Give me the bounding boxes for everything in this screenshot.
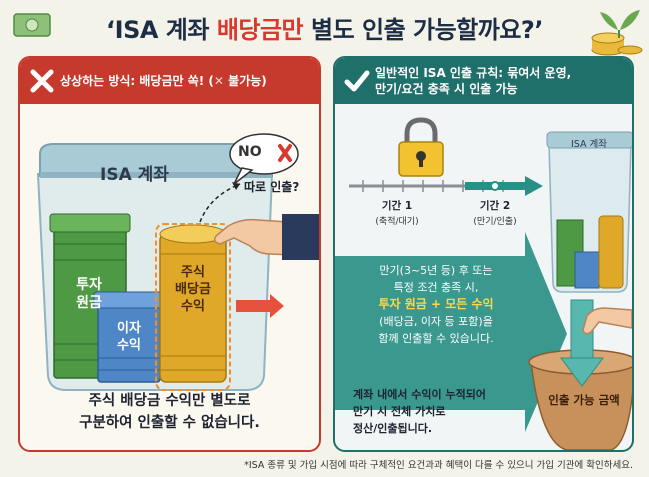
dividend-label: 주식 배당금 수익	[175, 265, 211, 314]
x-icon	[30, 69, 54, 93]
isa-jar-illustration	[36, 133, 319, 391]
right-header-text: 일반적인 ISA 인출 규칙: 묶여서 운영, 만기/요건 충족 시 인출 가능	[375, 66, 572, 96]
right-bottom-text: 계좌 내에서 수익이 누적되어 만기 시 전체 가치로 정산/인출됩니다.	[353, 388, 486, 435]
principal-label: 투자 원금	[76, 277, 102, 311]
check-icon	[344, 70, 370, 92]
pot-label: 인출 가능 금액	[548, 393, 620, 407]
withdraw-arrow-icon	[236, 294, 284, 318]
period1-label: 기간 1	[381, 200, 413, 212]
no-speech-bubble	[229, 133, 299, 185]
small-jar-label: ISA 계좌	[571, 139, 608, 150]
general-rule-panel: 일반적인 ISA 인출 규칙: 묶여서 운영, 만기/요건 충족 시 인출 가능	[333, 56, 634, 452]
left-conclusion: 주식 배당금 수익만 별도로 구분하여 인출할 수 없습니다.	[79, 393, 260, 431]
separate-withdraw-label: 따로 인출?	[244, 180, 300, 194]
imagined-method-panel: 상상하는 방식: 배당금만 쏙! (✕ 불가능)	[18, 56, 321, 452]
arrow-text: 만기(3~5년 등) 후 또는 특정 조건 충족 시, 투자 원금 + 모든 수…	[341, 262, 531, 347]
title-highlight: 배당금만	[216, 16, 304, 44]
dividend-coin-stack	[155, 223, 231, 391]
period1-sub: (축적/대기)	[375, 217, 419, 227]
lock-icon	[398, 117, 444, 177]
withdrawable-pot	[528, 299, 632, 450]
period2-sub: (만기/인출)	[473, 217, 517, 227]
maturity-illustration	[335, 117, 632, 450]
left-jar-label: ISA 계좌	[100, 165, 169, 185]
money-icon	[13, 13, 51, 37]
interest-label: 이자 수익	[117, 321, 141, 353]
right-panel-header: 일반적인 ISA 인출 규칙: 묶여서 운영, 만기/요건 충족 시 인출 가능	[335, 58, 632, 104]
small-x-icon: ✕	[213, 74, 224, 88]
coin-stack-icon	[591, 32, 643, 56]
header-decoration	[13, 10, 643, 56]
plant-icon	[600, 10, 640, 38]
hand-icon	[213, 214, 319, 260]
footnote: *ISA 종류 및 가입 시점에 따라 구체적인 요건과과 혜택이 다를 수 있…	[244, 460, 633, 471]
title-part1: ‘ISA 계좌	[106, 16, 217, 44]
highlight-total-text: 투자 원금 + 모든 수익	[378, 297, 494, 311]
small-isa-jar	[546, 131, 632, 293]
left-header-text: 상상하는 방식: 배당금만 쏙! (✕ 불가능)	[60, 74, 267, 88]
left-panel-header: 상상하는 방식: 배당금만 쏙! (✕ 불가능)	[20, 58, 319, 104]
title-part2: 별도 인출 가능할까요?’	[303, 16, 543, 44]
page-title: ‘ISA 계좌 배당금만 별도 인출 가능할까요?’	[0, 10, 649, 45]
period2-label: 기간 2	[479, 200, 511, 212]
no-bubble-text: NO	[238, 144, 262, 160]
interest-money-stack	[93, 291, 165, 383]
